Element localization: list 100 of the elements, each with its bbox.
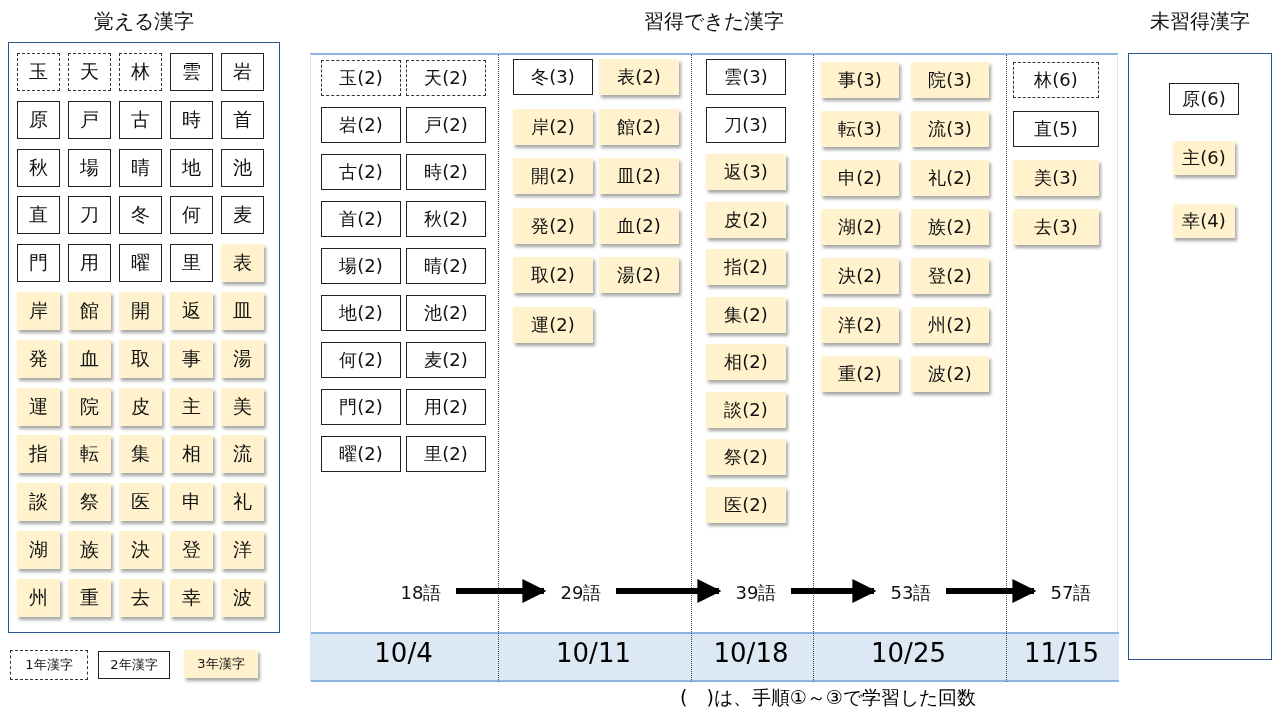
kanji-card: 主 [170,387,213,426]
legend-item: 2年漢字 [98,651,170,679]
kanji-card: 礼 [221,483,264,522]
kanji-card: 洋 [221,531,264,569]
panel-heading: 習得できた漢字 [643,8,785,35]
panel-heading: 覚える漢字 [93,8,195,35]
kanji-card: 申 [170,483,213,522]
kanji-card: 幸 [170,578,213,617]
kanji-card: 申(2) [821,160,899,196]
kanji-card: 指 [17,435,60,474]
kanji-card: 集(2) [706,296,786,333]
arrow [791,579,877,603]
kanji-card: 運 [17,387,60,426]
kanji-card: 主(6) [1173,141,1235,175]
kanji-box: 岩 [221,53,264,91]
kanji-card: 皮(2) [706,201,786,238]
kanji-box: 天 [68,53,111,91]
kanji-box: 岩(2) [321,107,401,143]
arrow [616,579,722,603]
kanji-card: 州(2) [911,307,989,343]
kanji-card: 運(2) [513,306,593,343]
kanji-card: 美(3) [1013,160,1099,196]
word-count: 29語 [549,577,613,609]
kanji-card: 開(2) [513,158,593,194]
kanji-card: 湖 [17,531,60,569]
kanji-card: 館 [68,292,111,330]
kanji-card: 決(2) [821,258,899,294]
kanji-box: 門(2) [321,389,401,425]
kanji-card: 取 [119,339,162,378]
kanji-card: 族(2) [911,209,989,245]
kanji-card: 返 [170,292,213,330]
kanji-box: 原(6) [1169,83,1239,115]
kanji-card: 談 [17,483,60,522]
kanji-box: 秋(2) [406,201,486,237]
kanji-box: 直(5) [1013,111,1099,147]
legend-item: 3年漢字 [184,650,258,678]
kanji-box: 地(2) [321,295,401,331]
kanji-box: 晴(2) [406,248,486,284]
kanji-card: 相(2) [706,344,786,380]
kanji-card: 湯 [221,339,264,378]
kanji-box: 戸 [68,100,111,139]
kanji-card: 湯(2) [599,257,679,293]
kanji-card: 集 [119,435,162,474]
kanji-card: 事(3) [821,62,899,98]
kanji-card: 岸 [17,292,60,330]
kanji-card: 州 [17,578,60,617]
kanji-card: 流 [221,435,264,474]
kanji-box: 何 [170,196,213,235]
kanji-card: 流(3) [911,111,989,147]
kanji-box: 原 [17,100,60,139]
kanji-box: 首 [221,100,264,139]
kanji-card: 転 [68,435,111,474]
kanji-card: 血(2) [599,207,679,244]
kanji-card: 湖(2) [821,209,899,245]
word-count: 18語 [389,577,453,609]
kanji-card: 開 [119,292,162,330]
kanji-box: 時(2) [406,154,486,190]
kanji-card: 院(3) [911,62,989,98]
kanji-box: 林(6) [1013,62,1099,98]
kanji-card: 皮 [119,387,162,426]
kanji-card: 決 [119,531,162,569]
kanji-card: 礼(2) [911,160,989,196]
kanji-card: 登(2) [911,258,989,294]
kanji-card: 転(3) [821,111,899,147]
kanji-card: 波(2) [911,356,989,392]
kanji-box: 用(2) [406,389,486,425]
date-label: 10/18 [712,638,790,668]
kanji-card: 血 [68,339,111,378]
kanji-box: 地 [170,148,213,187]
word-count: 39語 [724,577,788,609]
kanji-card: 医 [119,483,162,522]
kanji-box: 里(2) [406,436,486,472]
note-text: ( )は、手順①～③で学習した回数 [680,685,976,710]
kanji-box: 雲(3) [706,59,786,95]
kanji-box: 場(2) [321,248,401,284]
kanji-card: 祭(2) [706,439,786,475]
kanji-card: 皿 [221,292,264,330]
kanji-box: 林 [119,53,162,91]
kanji-box: 用 [68,244,111,283]
kanji-box: 玉(2) [321,60,401,96]
kanji-card: 波 [221,578,264,617]
kanji-box: 池(2) [406,295,486,331]
kanji-card: 重 [68,578,111,617]
kanji-card: 発(2) [513,207,593,244]
arrow [456,579,547,603]
date-label: 10/25 [870,638,947,668]
kanji-box: 何(2) [321,342,401,378]
word-count: 53語 [879,577,943,609]
kanji-card: 族 [68,531,111,569]
kanji-box: 麦(2) [406,342,486,378]
date-label: 10/11 [555,638,632,668]
kanji-box: 戸(2) [406,107,486,143]
kanji-card: 指(2) [706,249,786,285]
kanji-box: 曜 [119,244,162,283]
kanji-box: 天(2) [406,60,486,96]
kanji-box: 晴 [119,148,162,187]
date-label: 11/15 [1023,638,1100,668]
kanji-card: 去 [119,578,162,617]
kanji-card: 医(2) [706,486,786,523]
kanji-card: 洋(2) [821,307,899,343]
